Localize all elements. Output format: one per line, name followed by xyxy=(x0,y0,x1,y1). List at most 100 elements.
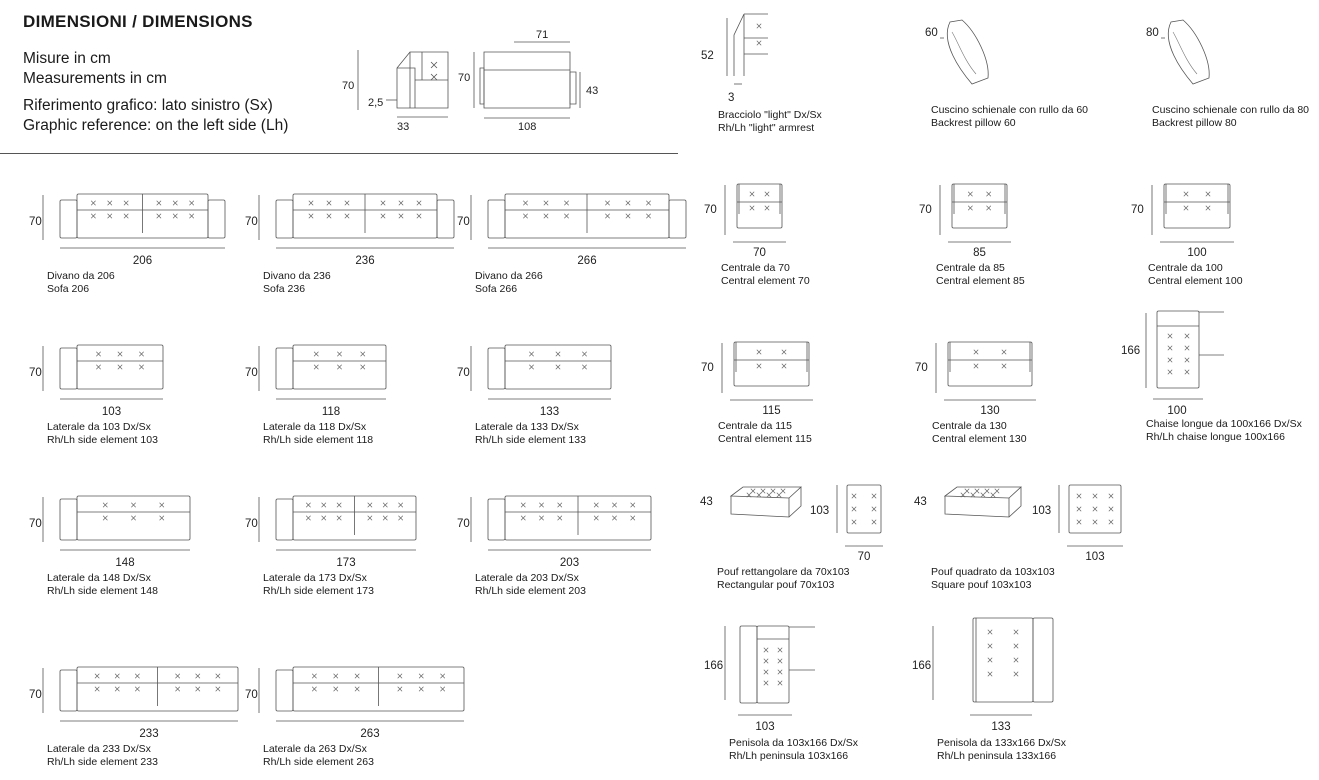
tuft-mark xyxy=(756,40,762,46)
tuft-mark xyxy=(781,349,787,355)
tuft-mark xyxy=(398,200,404,206)
caption-en: Rh/Lh peninsula 133x166 xyxy=(937,750,1057,762)
item-sofa-10: 70 263 xyxy=(245,666,465,740)
tuft-mark xyxy=(159,515,165,521)
tuft-mark xyxy=(986,191,992,197)
tuft-mark xyxy=(305,515,311,521)
tuft-mark xyxy=(555,364,561,370)
tuft-mark xyxy=(984,488,990,494)
height-label: 166 xyxy=(704,660,723,672)
width-label: 236 xyxy=(355,255,374,267)
section-divider xyxy=(0,153,678,154)
caption-it: Divano da 206 xyxy=(47,270,115,282)
pouf-body xyxy=(730,487,802,518)
tuft-mark xyxy=(646,213,651,219)
tuft-mark xyxy=(354,673,360,679)
tuft-mark xyxy=(336,515,342,521)
height-label: 70 xyxy=(701,362,714,374)
tuft-mark xyxy=(764,205,770,211)
tuft-mark xyxy=(326,213,332,219)
tuft-mark xyxy=(749,205,755,211)
pillow-roll-line xyxy=(951,31,977,75)
width-label: 100 xyxy=(1187,247,1206,259)
tuft-mark xyxy=(777,680,783,686)
tuft-mark xyxy=(529,351,534,357)
tuft-mark xyxy=(1108,519,1114,525)
tuft-mark xyxy=(440,673,446,679)
width-label: 263 xyxy=(360,728,379,740)
depth-label: 103 xyxy=(1032,505,1051,517)
caption-en: Sofa 266 xyxy=(475,283,518,295)
tuft-mark xyxy=(777,658,783,664)
tuft-mark xyxy=(605,200,610,206)
tuft-mark xyxy=(746,492,752,498)
tuft-mark xyxy=(1183,191,1189,197)
tuft-mark xyxy=(973,349,979,355)
width-label: 173 xyxy=(336,557,355,569)
width-label: 85 xyxy=(973,247,986,259)
item-pillow-12: 60 xyxy=(925,19,989,85)
tuft-mark xyxy=(172,213,178,219)
tuft-mark xyxy=(189,200,195,206)
tuft-mark xyxy=(766,492,772,498)
tuft-mark xyxy=(382,515,388,521)
caption-it: Centrale da 130 xyxy=(932,420,1007,432)
tuft-mark xyxy=(871,506,877,512)
height-label: 43 xyxy=(914,496,927,508)
tuft-mark xyxy=(1184,345,1190,351)
pillow-roll-line xyxy=(1172,31,1198,75)
tuft-mark xyxy=(750,488,756,494)
caption-en: Rh/Lh side element 103 xyxy=(47,434,158,446)
tuft-mark xyxy=(123,213,129,219)
tuft-mark xyxy=(555,351,561,357)
ref-back-label: 71 xyxy=(536,29,548,41)
width-label: 148 xyxy=(115,557,134,569)
tuft-mark xyxy=(311,686,317,692)
tuft-mark xyxy=(398,502,404,508)
tuft-mark xyxy=(195,686,201,692)
tuft-mark xyxy=(625,200,631,206)
tuft-mark xyxy=(96,351,101,357)
tuft-mark xyxy=(646,200,651,206)
caption-it: Chaise longue da 100x166 Dx/Sx xyxy=(1146,418,1302,430)
tuft-mark xyxy=(117,351,123,357)
tuft-mark xyxy=(107,213,113,219)
ref-height-label: 70 xyxy=(342,80,354,92)
caption-it: Pouf rettangolare da 70x103 xyxy=(717,566,850,578)
tuft-mark xyxy=(520,515,526,521)
tuft-mark xyxy=(871,519,877,525)
width-label: 266 xyxy=(577,255,596,267)
width-label: 70 xyxy=(753,247,766,259)
intro-line-3: Riferimento grafico: lato sinistro (Sx) xyxy=(23,97,273,114)
caption-it: Divano da 266 xyxy=(475,270,543,282)
tuft-mark xyxy=(114,686,120,692)
tuft-mark xyxy=(987,657,993,663)
height-label: 70 xyxy=(245,689,258,701)
tuft-mark xyxy=(336,502,342,508)
caption-en: Sofa 236 xyxy=(263,283,306,295)
tuft-mark xyxy=(987,643,993,649)
width-label: 130 xyxy=(980,405,999,417)
tuft-mark xyxy=(333,673,339,679)
tuft-mark xyxy=(987,671,993,677)
tuft-mark xyxy=(308,200,314,206)
tuft-mark xyxy=(1183,205,1189,211)
tuft-mark xyxy=(159,502,165,508)
tuft-mark xyxy=(102,502,108,508)
tuft-mark xyxy=(612,515,617,521)
tuft-mark xyxy=(612,502,617,508)
tuft-mark xyxy=(1205,205,1211,211)
tuft-mark xyxy=(90,213,96,219)
item-armrest-11: 523 xyxy=(701,13,768,104)
tuft-mark xyxy=(189,213,195,219)
tuft-mark xyxy=(777,647,783,653)
caption-it: Bracciolo "light" Dx/Sx xyxy=(718,109,822,121)
